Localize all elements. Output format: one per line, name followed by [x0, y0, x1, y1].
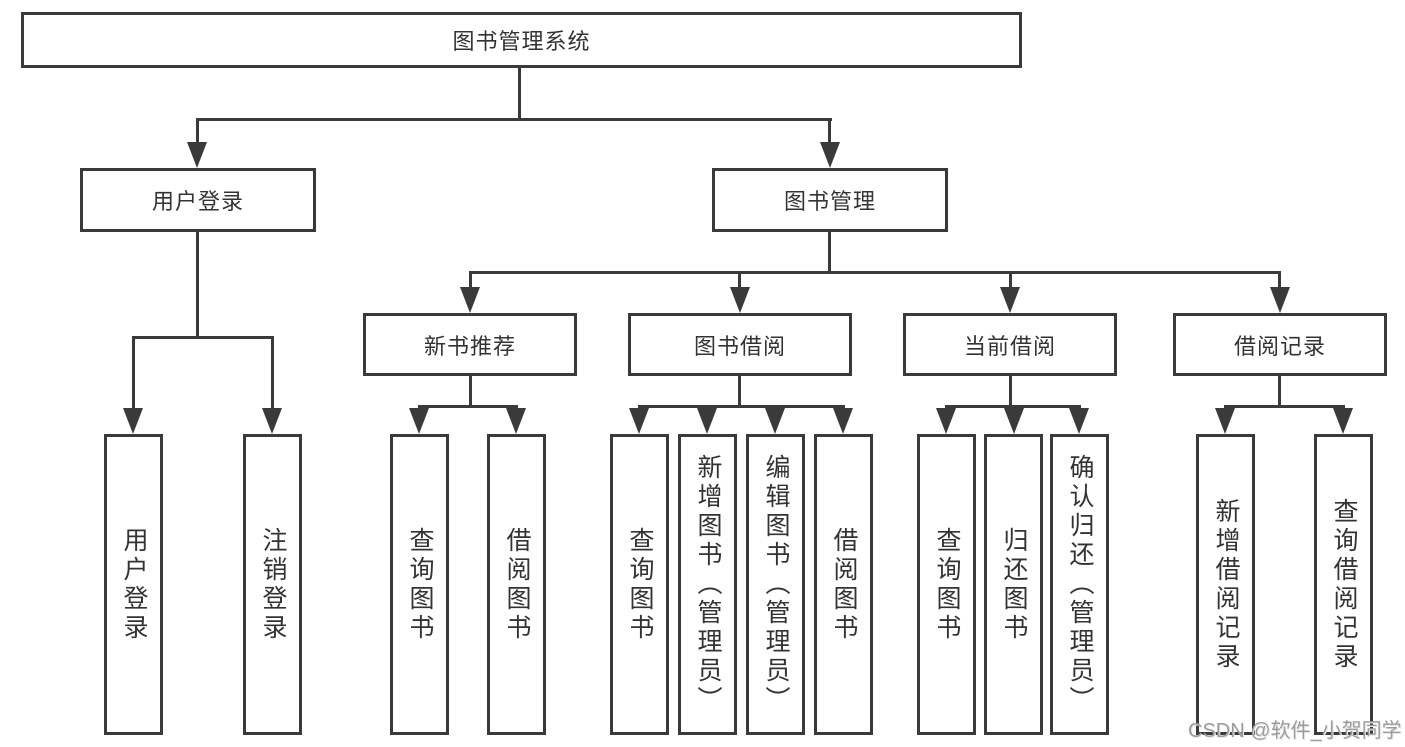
arrow-down-icon [833, 408, 853, 434]
node-user-login-label: 用户登录 [151, 189, 244, 214]
leaf-user-login-label: 用户登录 [120, 526, 148, 643]
leaf-confirm-return-admin-label: 确认归还（管理员） [1066, 454, 1094, 715]
arrow-shaft [738, 271, 741, 289]
connector-userlogin-vline [196, 232, 199, 336]
connector-bookmgmt-hline [469, 271, 1281, 274]
arrow-down-icon [460, 287, 480, 313]
node-book-management-label: 图书管理 [783, 189, 876, 214]
arrow-down-icon [765, 408, 785, 434]
arrow-down-icon [1069, 408, 1089, 434]
leaf-add-borrow-record: 新增借阅记录 [1196, 434, 1255, 735]
connector-root-hline [196, 118, 832, 121]
leaf-query-books-current: 查询图书 [917, 434, 976, 735]
arrow-shaft [828, 118, 831, 144]
arrow-down-icon [506, 408, 526, 434]
leaf-logout: 注销登录 [243, 434, 302, 735]
connector-newbooks-vline [469, 376, 472, 405]
node-new-book-recommend: 新书推荐 [363, 313, 577, 376]
leaf-user-login: 用户登录 [104, 434, 163, 735]
arrow-shaft [1009, 271, 1012, 289]
node-borrow-records: 借阅记录 [1173, 313, 1387, 376]
leaf-logout-label: 注销登录 [259, 526, 287, 643]
arrow-down-icon [187, 142, 207, 168]
leaf-borrow-books-recommend-label: 借阅图书 [503, 526, 531, 643]
arrow-down-icon [697, 408, 717, 434]
arrow-shaft [469, 271, 472, 289]
arrow-down-icon [820, 142, 840, 168]
connector-borrow-hline [638, 405, 845, 408]
leaf-edit-book-admin-label: 编辑图书（管理员） [762, 454, 790, 715]
arrow-down-icon [262, 408, 282, 434]
arrow-shaft [1278, 271, 1281, 289]
watermark: CSDN @软件_小贺同学 [1188, 720, 1402, 742]
leaf-confirm-return-admin: 确认归还（管理员） [1050, 434, 1109, 735]
node-borrow-records-label: 借阅记录 [1233, 333, 1326, 359]
leaf-add-book-admin: 新增图书（管理员） [678, 434, 737, 735]
arrow-down-icon [1000, 287, 1020, 313]
arrow-down-icon [1333, 408, 1353, 434]
connector-newbooks-hline [418, 405, 517, 408]
connector-records-vline [1278, 376, 1281, 405]
leaf-borrow-books: 借阅图书 [814, 434, 873, 735]
leaf-add-borrow-record-label: 新增借阅记录 [1212, 497, 1240, 672]
connector-bookmgmt-vline [828, 232, 831, 271]
arrow-down-icon [1004, 408, 1024, 434]
node-user-login: 用户登录 [80, 168, 316, 232]
leaf-edit-book-admin: 编辑图书（管理员） [746, 434, 805, 735]
connector-borrow-vline [738, 376, 741, 405]
arrow-shaft [196, 118, 199, 144]
node-book-management: 图书管理 [712, 168, 948, 232]
arrow-shaft [132, 336, 135, 410]
leaf-return-book-label: 归还图书 [1000, 526, 1028, 643]
arrow-down-icon [123, 408, 143, 434]
connector-root-vline [518, 68, 521, 118]
leaf-query-books-borrow: 查询图书 [610, 434, 669, 735]
node-current-borrow-label: 当前借阅 [963, 333, 1056, 359]
node-book-borrow: 图书借阅 [628, 313, 852, 376]
leaf-borrow-books-recommend: 借阅图书 [487, 434, 546, 735]
arrow-down-icon [730, 287, 750, 313]
node-new-book-recommend-label: 新书推荐 [423, 333, 516, 359]
leaf-query-books-borrow-label: 查询图书 [626, 526, 654, 643]
arrow-down-icon [1215, 408, 1235, 434]
leaf-query-borrow-record-label: 查询借阅记录 [1330, 497, 1358, 672]
node-root-label: 图书管理系统 [452, 29, 591, 54]
connector-records-hline [1224, 405, 1345, 408]
leaf-add-book-admin-label: 新增图书（管理员） [694, 454, 722, 715]
connector-current-vline [1009, 376, 1012, 405]
leaf-borrow-books-label: 借阅图书 [830, 526, 858, 643]
node-root: 图书管理系统 [21, 12, 1022, 68]
leaf-query-books-current-label: 查询图书 [933, 526, 961, 643]
leaf-query-borrow-record: 查询借阅记录 [1314, 434, 1373, 735]
leaf-return-book: 归还图书 [984, 434, 1043, 735]
arrow-shaft [271, 336, 274, 410]
node-current-borrow: 当前借阅 [903, 313, 1117, 376]
node-book-borrow-label: 图书借阅 [693, 333, 786, 359]
arrow-down-icon [1270, 287, 1290, 313]
leaf-query-books-recommend-label: 查询图书 [406, 526, 434, 643]
arrow-down-icon [629, 408, 649, 434]
connector-userlogin-hline [132, 336, 274, 339]
leaf-query-books-recommend: 查询图书 [390, 434, 449, 735]
arrow-down-icon [409, 408, 429, 434]
arrow-down-icon [936, 408, 956, 434]
